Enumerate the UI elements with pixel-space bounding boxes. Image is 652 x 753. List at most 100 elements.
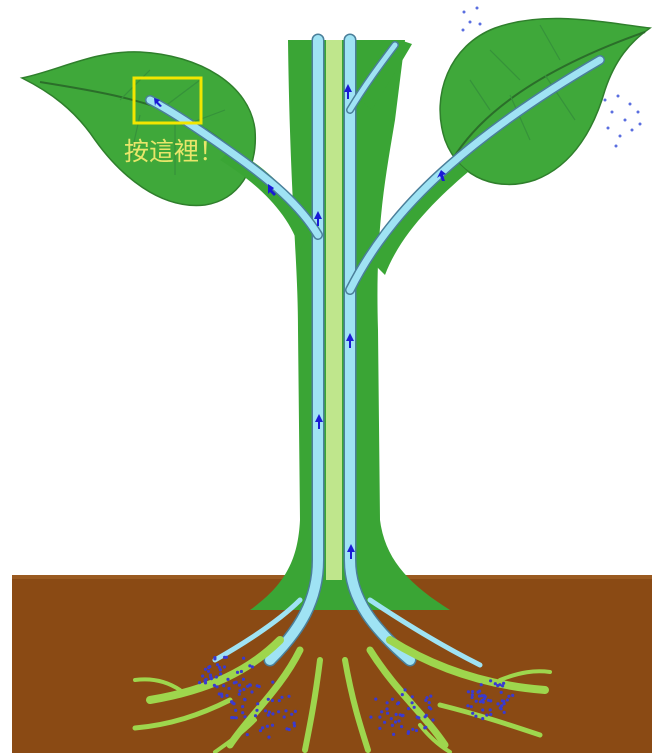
water-dot [380,710,383,713]
water-dot [213,656,216,659]
water-dot [503,711,506,714]
water-dot [397,719,400,722]
water-dot [390,717,393,720]
water-dot [466,704,469,707]
water-dot [378,727,381,730]
water-dot [208,665,211,668]
water-dot [271,699,274,702]
water-dot [471,690,474,693]
water-dot [374,698,377,701]
water-dot [481,699,484,702]
water-dot [277,710,280,713]
stem-pith [326,40,342,580]
water-dot [201,674,204,677]
water-dot [404,688,407,691]
water-dot [240,670,243,673]
water-dot [386,712,389,715]
water-dot [255,709,258,712]
water-dot [395,713,398,716]
water-dot [425,714,428,717]
water-dot [481,694,484,697]
water-dot [284,709,287,712]
water-dot [235,716,238,719]
water-dot [271,712,274,715]
water-dot [266,725,269,728]
water-dot [267,698,270,701]
water-dot [204,668,207,671]
water-dot [399,713,402,716]
water-dot [207,670,210,673]
water-dot [478,695,481,698]
water-dot [496,684,499,687]
water-dot [385,707,388,710]
water-dot [290,713,293,716]
water-dot [500,691,503,694]
water-dot [431,718,434,721]
water-dot [283,715,286,718]
water-dot [258,685,261,688]
water-dot [501,684,504,687]
water-dot [401,693,404,696]
water-dot [238,693,241,696]
water-dot [216,663,219,666]
water-dot [411,695,414,698]
water-dot [254,714,257,717]
water-dot [391,724,394,727]
water-dot [428,706,431,709]
water-dot [471,712,474,715]
water-dot [407,730,410,733]
water-dot [230,716,233,719]
water-dot [470,705,473,708]
water-dot [429,695,432,698]
water-dot [261,726,264,729]
water-dot [234,709,237,712]
water-dot [411,728,414,731]
water-dot [238,684,241,687]
water-dot [294,710,297,713]
water-dot [496,702,499,705]
water-dot [424,699,427,702]
water-dot [413,706,416,709]
water-dot [417,716,420,719]
water-dot [241,711,244,714]
water-dot [489,713,492,716]
water-dot [480,683,483,686]
water-dot [467,690,470,693]
water-dot [501,699,504,702]
water-dot [423,726,426,729]
water-dot [243,698,246,701]
water-dot [280,696,283,699]
water-dot [225,694,228,697]
water-dot [250,690,253,693]
water-dot [386,701,389,704]
water-dot [278,699,281,702]
water-dot [241,705,244,708]
water-dot [246,733,249,736]
water-dot [256,702,259,705]
water-dot [397,701,400,704]
water-dot [288,728,291,731]
water-dot [264,709,267,712]
hotspot-label[interactable]: 按這裡！ [124,137,224,166]
water-dot [205,678,208,681]
water-dot [392,733,395,736]
water-dot [415,729,418,732]
water-dot [198,681,201,684]
water-dot [293,722,296,725]
water-dot [223,665,226,668]
water-dot [209,675,212,678]
water-dot [259,729,262,732]
water-dot [475,700,478,703]
water-dot [230,700,233,703]
water-dot [400,725,403,728]
water-dot [267,736,270,739]
water-dot [411,701,414,704]
water-dot [268,711,271,714]
water-dot [267,714,270,717]
water-dot [223,656,226,659]
water-dot [391,698,394,701]
water-dot [506,698,509,701]
water-dot [226,678,229,681]
water-dot [489,699,492,702]
